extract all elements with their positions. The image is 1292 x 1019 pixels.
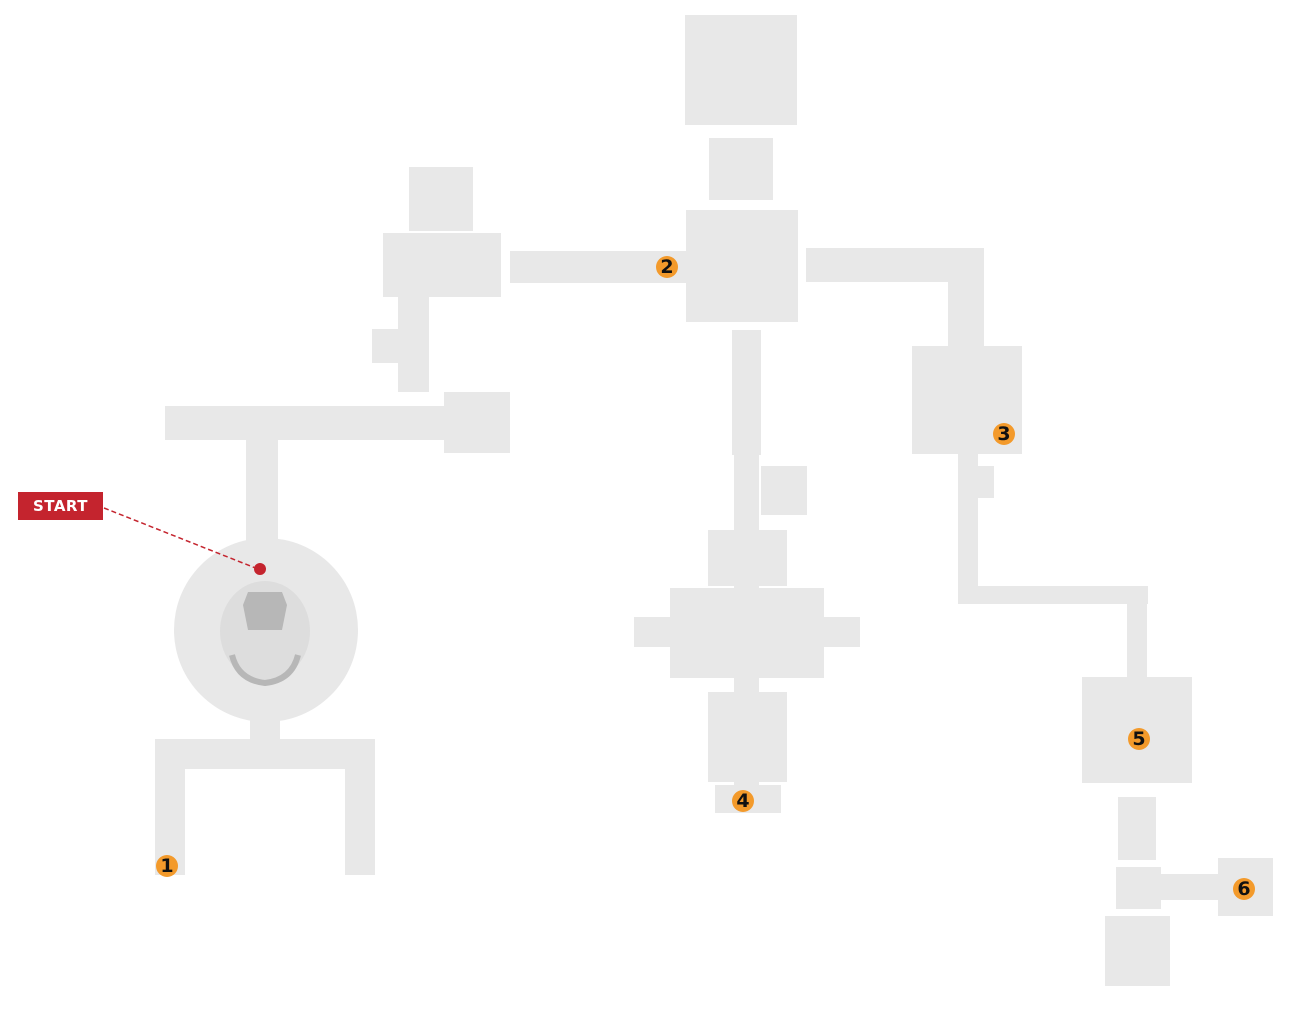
room-shapes [155,15,1273,986]
corridor-south-bar [155,739,373,769]
room-cross-cell [759,692,787,782]
room-north-top [685,15,797,125]
start-pointer [103,507,266,575]
room-cross-cell [724,588,824,678]
corridor-east-south [958,454,978,604]
room-north-mid [709,138,773,200]
corridor-northwest-down [398,297,429,392]
room-west-small [444,392,510,453]
marker-6: 6 [1233,878,1255,900]
room-northwest-top [409,167,473,231]
marker-1: 1 [156,855,178,877]
room-central-hub [686,210,798,322]
room-south-end [1105,916,1170,986]
room-cross-cell [708,530,736,586]
marker-5: 5 [1128,728,1150,750]
corridor-southeast [1118,797,1156,860]
corridor-east-horizontal [958,586,1148,604]
room-cross-cell [708,692,736,782]
marker-3: 3 [993,423,1015,445]
room-northwest-hall [383,233,501,297]
room-east-nook [976,466,994,498]
room-southeast-junction [1116,867,1161,909]
corridor-west-vertical [246,436,278,548]
corridor-east-down [948,248,984,348]
room-corridor-west [165,406,445,440]
marker-2: 2 [656,256,678,278]
room-cross-cell [759,530,787,586]
corridor-central-south [732,330,761,455]
room-northwest-nook [372,329,400,363]
corridor-south-right [345,739,375,875]
corridor-to-room-6 [1158,874,1220,900]
room-central-side [761,466,807,515]
corridor-east-descent [1127,586,1147,678]
marker-4: 4 [732,790,754,812]
statue-icon [220,581,310,687]
start-label: START [18,492,103,520]
corridor-south-left [155,739,185,875]
